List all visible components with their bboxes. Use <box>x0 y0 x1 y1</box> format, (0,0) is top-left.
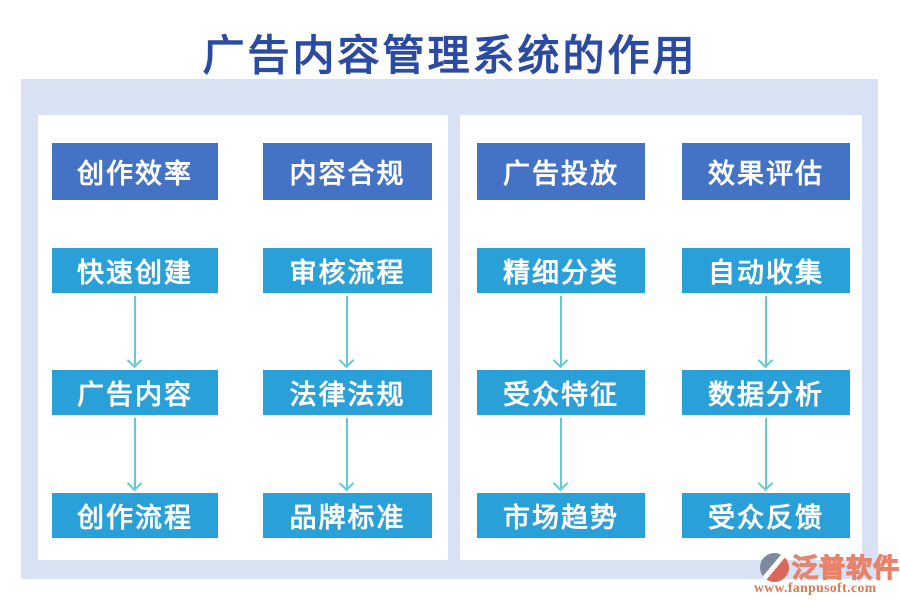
arrow-down-icon <box>346 296 348 365</box>
arrow-down-icon <box>560 418 562 488</box>
arrow-down-icon <box>560 296 562 365</box>
step-box-fine-classification: 精细分类 <box>477 248 645 293</box>
step-box-laws-regulations: 法律法规 <box>263 370 432 415</box>
header-box-ad-delivery: 广告投放 <box>477 143 645 200</box>
arrow-down-icon <box>765 296 767 365</box>
watermark: 泛普软件 www.fanpusoft.com <box>740 550 900 598</box>
step-box-data-analysis: 数据分析 <box>682 370 850 415</box>
fanpu-logo-icon <box>760 553 789 582</box>
arrow-down-icon <box>765 418 767 488</box>
arrow-down-icon <box>346 418 348 488</box>
step-box-quick-create: 快速创建 <box>52 248 218 293</box>
step-box-brand-standards: 品牌标准 <box>263 493 432 538</box>
step-box-audience-traits: 受众特征 <box>477 370 645 415</box>
header-box-creation-efficiency: 创作效率 <box>52 143 218 200</box>
step-box-market-trends: 市场趋势 <box>477 493 645 538</box>
step-box-creation-process: 创作流程 <box>52 493 218 538</box>
watermark-brand: 泛普软件 <box>791 553 900 583</box>
page-title: 广告内容管理系统的作用 <box>202 34 698 80</box>
step-box-audience-feedback: 受众反馈 <box>682 493 850 538</box>
arrow-down-icon <box>134 296 136 365</box>
header-box-content-compliance: 内容合规 <box>263 143 432 200</box>
arrow-down-icon <box>134 418 136 488</box>
step-box-auto-collect: 自动收集 <box>682 248 850 293</box>
header-box-effect-evaluation: 效果评估 <box>682 143 850 200</box>
step-box-ad-content: 广告内容 <box>52 370 218 415</box>
watermark-url: www.fanpusoft.com <box>754 580 877 595</box>
step-box-review-process: 审核流程 <box>263 248 432 293</box>
